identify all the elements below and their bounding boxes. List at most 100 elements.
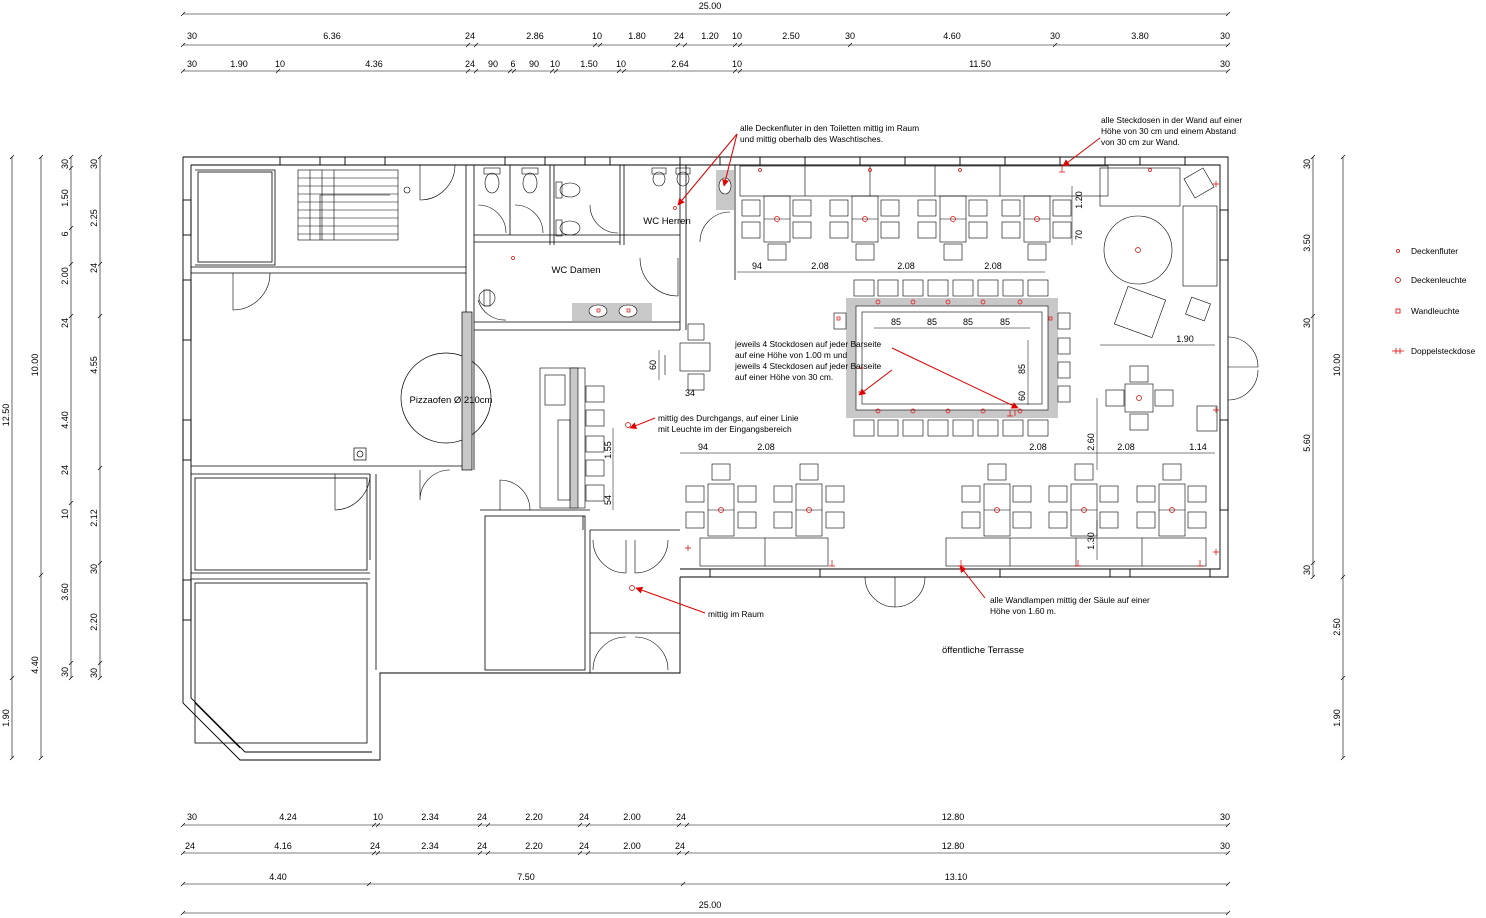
svg-text:1.90: 1.90 (1, 709, 11, 727)
svg-text:24: 24 (89, 263, 99, 273)
annotation-durchgang: mittig des Durchgangs, auf einer Linie (658, 413, 799, 423)
svg-text:85: 85 (963, 317, 973, 327)
svg-text:30: 30 (89, 668, 99, 678)
dim-total-bottom: 25.00 (699, 900, 722, 910)
interior-walls (191, 165, 736, 749)
double-socket-symbol (1392, 348, 1404, 354)
svg-text:24: 24 (675, 841, 685, 851)
svg-text:30: 30 (1220, 841, 1230, 851)
dimension-texts-left: 12.50 1.90 10.00 4.40 30 1.50 6 2.00 24 … (1, 159, 99, 727)
svg-text:1.30: 1.30 (1086, 532, 1096, 550)
svg-text:10.00: 10.00 (30, 354, 40, 377)
svg-text:94: 94 (752, 261, 762, 271)
dimension-texts-top: 25.00 30 6.36 24 2.86 10 1.80 24 1.20 10… (187, 1, 1230, 69)
svg-text:von 30 cm zur Wand.: von 30 cm zur Wand. (1101, 137, 1180, 147)
room-wc-herren: WC Herren (643, 216, 691, 227)
bar-stools-top (853, 279, 1049, 297)
dining-tables-top (739, 165, 1109, 261)
svg-text:12.50: 12.50 (1, 404, 11, 427)
svg-text:90: 90 (488, 59, 498, 69)
svg-text:11.50: 11.50 (969, 59, 991, 69)
svg-text:5.60: 5.60 (1302, 434, 1312, 452)
pizza-oven (353, 311, 492, 471)
legend-wandleuchte: Wandleuchte (1411, 306, 1460, 316)
electrical-symbols (511, 166, 1219, 591)
svg-text:10: 10 (373, 812, 383, 822)
svg-text:24: 24 (370, 841, 380, 851)
doors (232, 164, 1259, 671)
svg-text:24: 24 (465, 31, 475, 41)
svg-text:30: 30 (60, 667, 70, 677)
annotation-wandlampen: alle Wandlampen mittig der Säule auf ein… (990, 595, 1150, 605)
svg-text:7.50: 7.50 (517, 872, 535, 882)
svg-text:30: 30 (60, 159, 70, 169)
dimension-texts-bottom: 30 4.24 10 2.34 24 2.20 24 2.00 24 12.80… (185, 812, 1230, 910)
dimension-ticks (9, 11, 1346, 916)
svg-text:90: 90 (529, 59, 539, 69)
svg-text:24: 24 (579, 841, 589, 851)
bar-stools-bottom (853, 419, 1049, 437)
exterior-walls (182, 156, 1229, 761)
annotation-arrows (629, 133, 1101, 614)
svg-text:30: 30 (89, 159, 99, 169)
svg-text:60: 60 (648, 360, 658, 370)
ceiling-light-symbol (1395, 277, 1401, 283)
svg-text:70: 70 (1074, 230, 1084, 240)
svg-text:1.20: 1.20 (701, 31, 719, 41)
annotation-deckenfluter: alle Deckenfluter in den Toiletten mitti… (740, 123, 919, 133)
inner-dimension-texts: 94 2.08 2.08 2.08 1.20 70 85 85 85 85 85… (603, 191, 1207, 550)
svg-text:1.90: 1.90 (1176, 334, 1194, 344)
svg-text:4.60: 4.60 (943, 31, 961, 41)
room-pizzaofen: Pizzaofen Ø 210cm (410, 395, 493, 406)
svg-text:24: 24 (676, 812, 686, 822)
svg-text:4.55: 4.55 (89, 356, 99, 374)
svg-text:2.00: 2.00 (623, 812, 641, 822)
legend: Deckenfluter Deckenleuchte Wandleuchte D… (1392, 246, 1476, 356)
svg-text:4.16: 4.16 (274, 841, 292, 851)
legend-deckenfluter: Deckenfluter (1411, 246, 1458, 256)
svg-text:30: 30 (1050, 31, 1060, 41)
legend-deckenleuchte: Deckenleuchte (1411, 275, 1467, 285)
svg-text:3.80: 3.80 (1131, 31, 1149, 41)
svg-text:4.36: 4.36 (365, 59, 383, 69)
svg-text:60: 60 (1017, 391, 1027, 401)
ceiling-floodlight-symbol (1396, 249, 1400, 253)
svg-text:4.40: 4.40 (60, 411, 70, 429)
svg-text:4.40: 4.40 (30, 656, 40, 674)
room-labels: WC Herren WC Damen Pizzaofen Ø 210cm öff… (410, 216, 1024, 656)
staircase (297, 169, 411, 241)
svg-text:2.86: 2.86 (526, 31, 544, 41)
annotation-raum: mittig im Raum (708, 609, 764, 619)
svg-text:1.80: 1.80 (628, 31, 646, 41)
svg-text:2.25: 2.25 (89, 209, 99, 227)
legend-doppelsteckdose: Doppelsteckdose (1411, 346, 1476, 356)
room-wc-damen: WC Damen (551, 265, 600, 276)
svg-text:10.00: 10.00 (1332, 354, 1342, 377)
svg-text:2.08: 2.08 (757, 442, 775, 452)
svg-text:2.20: 2.20 (525, 841, 543, 851)
svg-text:30: 30 (1302, 159, 1312, 169)
room-terrasse: öffentliche Terrasse (942, 645, 1024, 656)
svg-text:Höhe von 1.60 m.: Höhe von 1.60 m. (990, 606, 1056, 616)
svg-text:30: 30 (845, 31, 855, 41)
svg-text:2.08: 2.08 (811, 261, 829, 271)
annotations: alle Deckenfluter in den Toiletten mitti… (658, 115, 1242, 619)
svg-text:1.55: 1.55 (603, 441, 613, 459)
svg-text:30: 30 (1220, 812, 1230, 822)
lounge-furniture (1099, 167, 1218, 432)
svg-text:24: 24 (465, 59, 475, 69)
svg-text:2.12: 2.12 (89, 509, 99, 527)
svg-text:4.40: 4.40 (269, 872, 287, 882)
dimension-lines (11, 13, 1344, 914)
svg-text:12.80: 12.80 (942, 841, 965, 851)
svg-text:10: 10 (60, 509, 70, 519)
svg-text:4.24: 4.24 (279, 812, 297, 822)
svg-text:2.20: 2.20 (525, 812, 543, 822)
svg-text:2.34: 2.34 (421, 812, 439, 822)
svg-text:6: 6 (510, 59, 515, 69)
svg-text:34: 34 (685, 388, 695, 398)
svg-text:auf eine Höhe von 1.00 m und: auf eine Höhe von 1.00 m und (735, 350, 848, 360)
svg-text:1.20: 1.20 (1074, 191, 1084, 209)
svg-text:30: 30 (89, 564, 99, 574)
svg-text:85: 85 (891, 317, 901, 327)
